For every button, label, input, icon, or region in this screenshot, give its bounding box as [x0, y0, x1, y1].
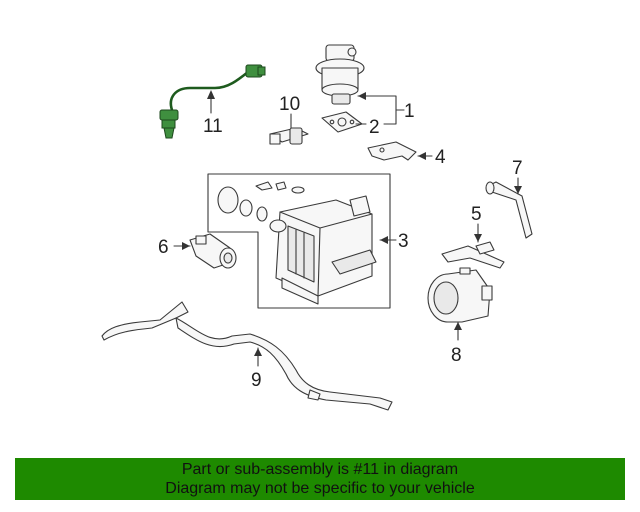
- svg-text:2: 2: [369, 117, 380, 138]
- callout-3: 3: [379, 231, 409, 252]
- banner-line-1: Part or sub-assembly is #11 in diagram: [181, 461, 459, 478]
- svg-text:8: 8: [451, 345, 462, 366]
- callout-9: 9: [251, 347, 262, 391]
- svg-text:9: 9: [251, 370, 262, 391]
- part-info-banner: Part or sub-assembly is #11 in diagram D…: [15, 458, 625, 500]
- svg-text:11: 11: [203, 116, 223, 137]
- part-11-oxygen-sensor[interactable]: [159, 64, 266, 139]
- part-9-tube: [101, 301, 393, 411]
- callout-7: 7: [512, 158, 523, 195]
- callout-1: 1 2: [355, 92, 415, 138]
- banner-line-2: Diagram may not be specific to your vehi…: [165, 480, 475, 497]
- svg-text:6: 6: [158, 237, 169, 258]
- callout-11: 11: [203, 90, 223, 137]
- callout-10: 10: [279, 94, 300, 129]
- part-8-solenoid: [427, 267, 493, 323]
- svg-text:5: 5: [471, 204, 482, 225]
- svg-text:3: 3: [398, 231, 409, 252]
- callout-4: 4: [417, 147, 446, 168]
- part-5-bracket: [441, 241, 505, 269]
- part-2-egr-gasket: [321, 111, 363, 133]
- callout-8: 8: [451, 321, 462, 366]
- part-4-bracket: [367, 141, 417, 161]
- callout-6: 6: [158, 237, 191, 258]
- part-7-hose: [485, 181, 533, 239]
- part-10-sensor: [269, 127, 309, 145]
- svg-text:7: 7: [512, 158, 523, 179]
- svg-text:4: 4: [435, 147, 446, 168]
- part-6-fitting: [189, 233, 237, 269]
- svg-text:10: 10: [279, 94, 300, 115]
- part-3-canister-assembly: [207, 173, 391, 309]
- callout-5: 5: [471, 204, 482, 243]
- part-1-egr-valve: [315, 44, 365, 105]
- svg-text:1: 1: [404, 101, 415, 122]
